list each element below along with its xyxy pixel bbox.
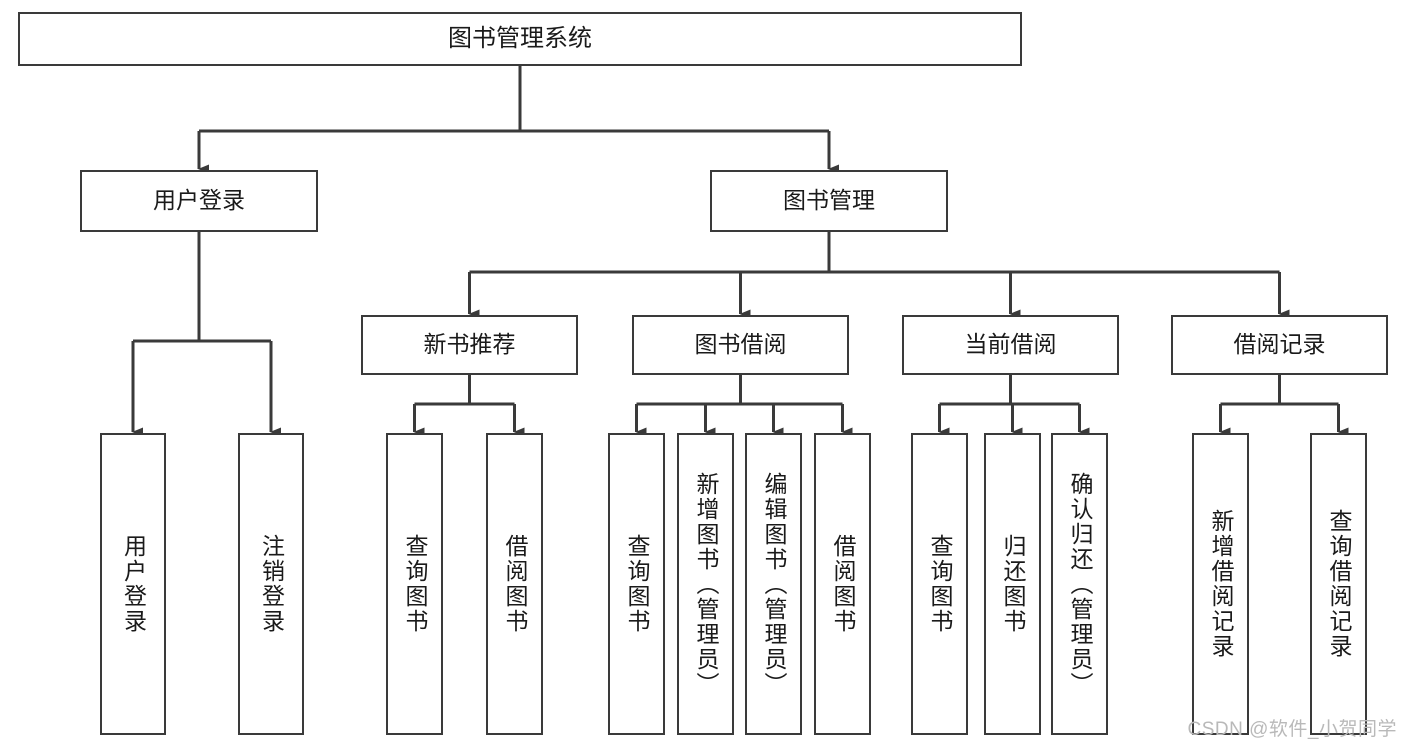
node-leaf-query-book-current[interactable]: 查询图书: [911, 433, 968, 735]
node-root-system-label: 图书管理系统: [448, 24, 592, 52]
node-leaf-borrow-book-label: 借阅图书: [830, 534, 856, 634]
node-leaf-borrow-book-recommend[interactable]: 借阅图书: [486, 433, 543, 735]
node-leaf-logout[interactable]: 注销登录: [238, 433, 304, 735]
node-leaf-query-borrow-record-label: 查询借阅记录: [1326, 509, 1352, 659]
node-leaf-confirm-return-admin-label: 确认归还（管理员）: [1067, 471, 1093, 697]
node-leaf-query-book-recommend-label: 查询图书: [402, 534, 428, 634]
node-user-login[interactable]: 用户登录: [80, 170, 318, 232]
node-current-borrow-label: 当前借阅: [964, 331, 1057, 358]
node-root-system[interactable]: 图书管理系统: [18, 12, 1022, 66]
node-leaf-add-book-admin[interactable]: 新增图书（管理员）: [677, 433, 734, 735]
node-leaf-borrow-book-recommend-label: 借阅图书: [502, 534, 528, 634]
node-leaf-query-borrow-record[interactable]: 查询借阅记录: [1310, 433, 1367, 735]
node-leaf-query-book-current-label: 查询图书: [927, 534, 953, 634]
node-leaf-edit-book-admin-label: 编辑图书（管理员）: [761, 471, 787, 697]
node-leaf-query-book-recommend[interactable]: 查询图书: [386, 433, 443, 735]
node-leaf-confirm-return-admin[interactable]: 确认归还（管理员）: [1051, 433, 1108, 735]
node-current-borrow[interactable]: 当前借阅: [902, 315, 1119, 375]
node-leaf-user-login-label: 用户登录: [120, 534, 147, 634]
node-leaf-edit-book-admin[interactable]: 编辑图书（管理员）: [745, 433, 802, 735]
node-new-book-recommend[interactable]: 新书推荐: [361, 315, 578, 375]
csdn-watermark: CSDN @软件_小贺同学: [1187, 719, 1397, 740]
node-book-borrow[interactable]: 图书借阅: [632, 315, 849, 375]
node-leaf-add-borrow-record-label: 新增借阅记录: [1208, 509, 1234, 659]
node-borrow-record-label: 借阅记录: [1233, 331, 1326, 358]
node-leaf-query-book-borrow-label: 查询图书: [624, 534, 650, 634]
node-book-borrow-label: 图书借阅: [694, 331, 787, 358]
node-book-management[interactable]: 图书管理: [710, 170, 948, 232]
node-borrow-record[interactable]: 借阅记录: [1171, 315, 1388, 375]
node-user-login-label: 用户登录: [153, 187, 245, 214]
node-leaf-add-borrow-record[interactable]: 新增借阅记录: [1192, 433, 1249, 735]
node-new-book-recommend-label: 新书推荐: [423, 331, 516, 358]
node-leaf-add-book-admin-label: 新增图书（管理员）: [693, 471, 719, 697]
node-leaf-logout-label: 注销登录: [258, 534, 285, 634]
node-leaf-borrow-book[interactable]: 借阅图书: [814, 433, 871, 735]
node-leaf-query-book-borrow[interactable]: 查询图书: [608, 433, 665, 735]
node-book-management-label: 图书管理: [783, 187, 875, 214]
node-leaf-return-book[interactable]: 归还图书: [984, 433, 1041, 735]
node-leaf-user-login[interactable]: 用户登录: [100, 433, 166, 735]
node-leaf-return-book-label: 归还图书: [1000, 534, 1026, 634]
